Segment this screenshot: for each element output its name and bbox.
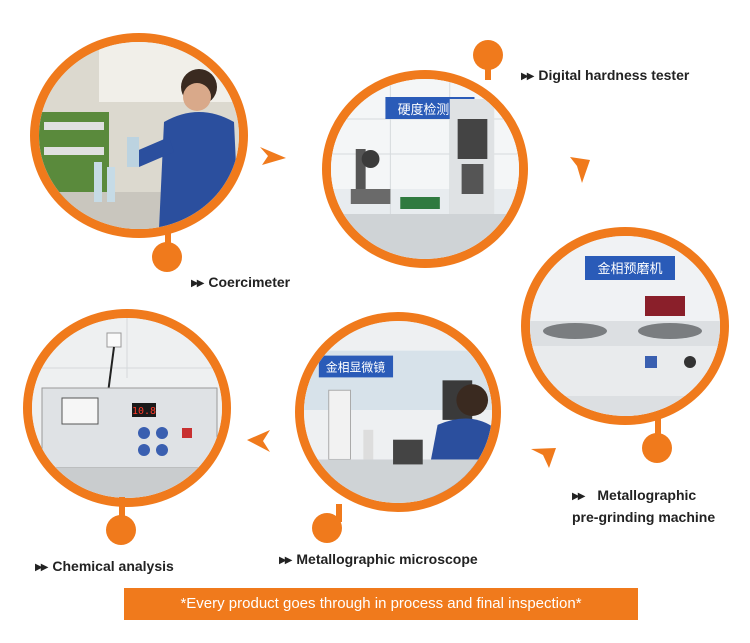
double-chevron-icon: ▶▶: [521, 71, 534, 82]
microscope-sign: 金相显微镜: [326, 360, 385, 374]
double-chevron-icon: ▶▶: [279, 555, 292, 566]
connector-stem: [119, 497, 125, 519]
station-label-coercimeter: ▶▶Coercimeter: [191, 272, 290, 294]
connector-dot: [473, 40, 503, 70]
double-chevron-icon: ▶▶: [572, 491, 585, 502]
arrow-icon: [247, 430, 270, 452]
arrow-icon: [570, 157, 590, 183]
connector-dot: [642, 433, 672, 463]
inspection-banner: *Every product goes through in process a…: [124, 588, 638, 620]
connector-stem: [165, 230, 171, 252]
hardness-sign: 硬度检测台: [398, 102, 462, 118]
station-label-chemical: ▶▶Chemical analysis: [35, 556, 174, 578]
station-label-pregrinding: ▶▶Metallographic pre-grinding machine: [572, 487, 716, 525]
connector-stem: [485, 60, 491, 80]
double-chevron-icon: ▶▶: [35, 562, 48, 573]
connector-stem: [336, 504, 342, 522]
connector-stem: [655, 415, 661, 437]
connector-dot: [312, 513, 342, 543]
pregrinding-machine-photo: 金相预磨机: [521, 227, 729, 425]
connector-dot: [106, 515, 136, 545]
arrow-icon: [531, 448, 556, 468]
device-readout: 10.8: [132, 406, 156, 417]
coercimeter-device-photo: 10.8: [23, 309, 231, 507]
hardness-tester-photo: 硬度检测台: [322, 70, 528, 268]
station-label-microscope: ▶▶Metallographic microscope: [279, 549, 478, 571]
arrow-icon: [260, 147, 286, 165]
double-chevron-icon: ▶▶: [191, 278, 204, 289]
pregrinding-sign: 金相预磨机: [597, 261, 662, 277]
connector-dot: [152, 242, 182, 272]
station-label-hardness: ▶▶Digital hardness tester: [521, 65, 689, 87]
lab-worker-photo: [30, 33, 248, 238]
